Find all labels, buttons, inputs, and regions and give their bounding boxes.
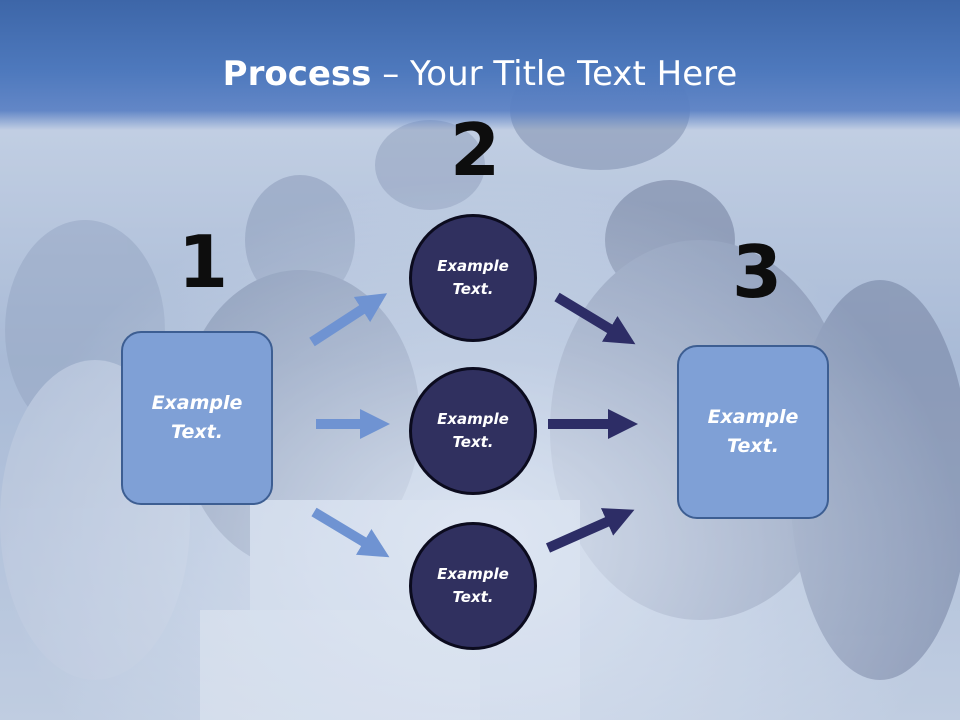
circle-middle-label: Example Text. bbox=[437, 410, 509, 451]
circle-middle: Example Text. bbox=[409, 367, 537, 495]
slide-title: Process – Your Title Text Here bbox=[0, 52, 960, 96]
circle-top: Example Text. bbox=[409, 214, 537, 342]
circle-bottom: Example Text. bbox=[409, 522, 537, 650]
right-box-label: Example Text. bbox=[707, 406, 799, 457]
right-box: Example Text. bbox=[677, 345, 829, 519]
title-separator: – bbox=[371, 54, 411, 94]
title-rest: Your Title Text Here bbox=[410, 54, 738, 94]
title-bold: Process bbox=[222, 54, 372, 94]
circle-bottom-label: Example Text. bbox=[437, 565, 509, 606]
header-band bbox=[0, 0, 960, 130]
circle-top-label: Example Text. bbox=[437, 257, 509, 298]
left-box-label: Example Text. bbox=[151, 392, 243, 443]
step-number-2: 2 bbox=[450, 108, 501, 192]
step-number-3: 3 bbox=[732, 230, 783, 314]
left-box: Example Text. bbox=[121, 331, 273, 505]
step-number-1: 1 bbox=[178, 220, 229, 304]
